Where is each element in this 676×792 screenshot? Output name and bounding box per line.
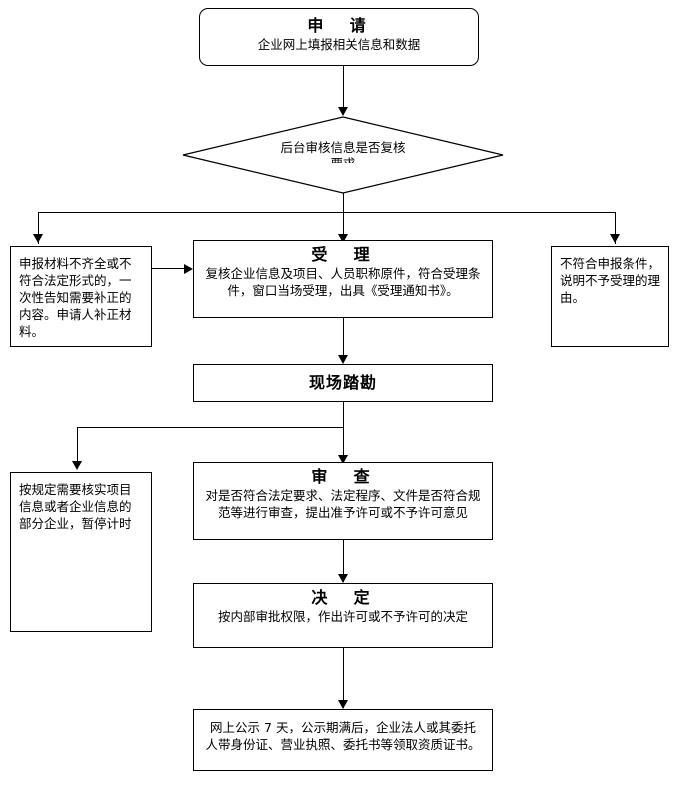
edge-accept-to-survey bbox=[343, 318, 344, 358]
arrow-survey-to-examine bbox=[338, 455, 348, 464]
edge-examine-to-decide bbox=[343, 540, 344, 582]
edge-supplement-to-accept bbox=[152, 268, 186, 269]
edge-branch-to-suspend-h bbox=[77, 427, 344, 428]
node-accept-body: 复核企业信息及项目、人员职称原件，符合受理条件，窗口当场受理，出具《受理通知书》… bbox=[205, 266, 481, 298]
edge-bus-to-reject bbox=[615, 212, 616, 244]
node-review-decision[interactable]: 后台审核信息是否复核 要求 bbox=[181, 116, 505, 194]
arrow-supplement-to-accept bbox=[184, 264, 193, 274]
node-apply[interactable]: 申 请 企业网上填报相关信息和数据 bbox=[199, 8, 479, 66]
edge-bus-horizontal bbox=[38, 212, 616, 213]
node-site-survey-title: 现场踏勘 bbox=[308, 373, 377, 392]
node-examine[interactable]: 审 查 对是否符合法定要求、法定程序、文件是否符合规范等进行审查，提出准予许可或… bbox=[193, 462, 493, 540]
node-supplement-body: 申报材料不齐全或不符合法定形式的，一次性告知需要补正的内容。申请人补正材料。 bbox=[19, 256, 132, 339]
edge-bus-to-accept bbox=[343, 212, 344, 244]
node-supplement[interactable]: 申报材料不齐全或不符合法定形式的，一次性告知需要补正的内容。申请人补正材料。 bbox=[10, 246, 152, 347]
node-publicize-body: 网上公示 7 天，公示期满后，企业法人或其委托人带身份证、营业执照、委托书等领取… bbox=[205, 720, 481, 752]
edge-survey-to-examine bbox=[343, 402, 344, 462]
node-review-decision-label: 后台审核信息是否复核 要求 bbox=[181, 140, 505, 163]
edge-bus-to-supplement bbox=[38, 212, 39, 244]
node-reject[interactable]: 不符合申报条件，说明不予受理的理由。 bbox=[551, 246, 669, 347]
arrow-bus-to-supplement bbox=[33, 234, 43, 243]
node-reject-body: 不符合申报条件，说明不予受理的理由。 bbox=[560, 256, 661, 305]
node-publicize[interactable]: 网上公示 7 天，公示期满后，企业法人或其委托人带身份证、营业执照、委托书等领取… bbox=[193, 709, 493, 771]
edge-decide-to-publicize bbox=[343, 648, 344, 708]
arrow-bus-to-accept bbox=[338, 234, 348, 243]
diamond-shape bbox=[182, 116, 504, 194]
arrow-accept-to-survey bbox=[338, 355, 348, 364]
arrow-examine-to-decide bbox=[338, 574, 348, 583]
edge-decision-to-bus bbox=[343, 193, 344, 213]
node-decide-body: 按内部审批权限，作出许可或不予许可的决定 bbox=[217, 609, 468, 624]
node-decide-title: 决 定 bbox=[311, 588, 375, 607]
edge-branch-to-suspend-v bbox=[77, 427, 78, 465]
node-site-survey[interactable]: 现场踏勘 bbox=[193, 364, 493, 402]
arrow-decide-to-publicize bbox=[338, 700, 348, 709]
node-suspend-body: 按规定需要核实项目信息或者企业信息的部分企业，暂停计时 bbox=[19, 482, 132, 531]
node-accept-title: 受 理 bbox=[311, 245, 375, 264]
node-examine-body: 对是否符合法定要求、法定程序、文件是否符合规范等进行审查，提出准予许可或不予许可… bbox=[205, 488, 481, 520]
decision-line-2: 要求 bbox=[181, 156, 505, 163]
node-examine-title: 审 查 bbox=[311, 467, 375, 486]
node-suspend[interactable]: 按规定需要核实项目信息或者企业信息的部分企业，暂停计时 bbox=[10, 472, 152, 632]
arrow-bus-to-reject bbox=[610, 234, 620, 243]
node-apply-body: 企业网上填报相关信息和数据 bbox=[257, 37, 421, 52]
arrow-branch-to-suspend bbox=[72, 461, 82, 470]
arrow-apply-to-decision bbox=[338, 107, 348, 116]
node-decide[interactable]: 决 定 按内部审批权限，作出许可或不予许可的决定 bbox=[193, 583, 493, 648]
node-accept[interactable]: 受 理 复核企业信息及项目、人员职称原件，符合受理条件，窗口当场受理，出具《受理… bbox=[193, 240, 493, 318]
edge-apply-to-decision bbox=[343, 66, 344, 110]
node-apply-title: 申 请 bbox=[307, 16, 371, 35]
decision-line-1: 后台审核信息是否复核 bbox=[280, 140, 406, 155]
